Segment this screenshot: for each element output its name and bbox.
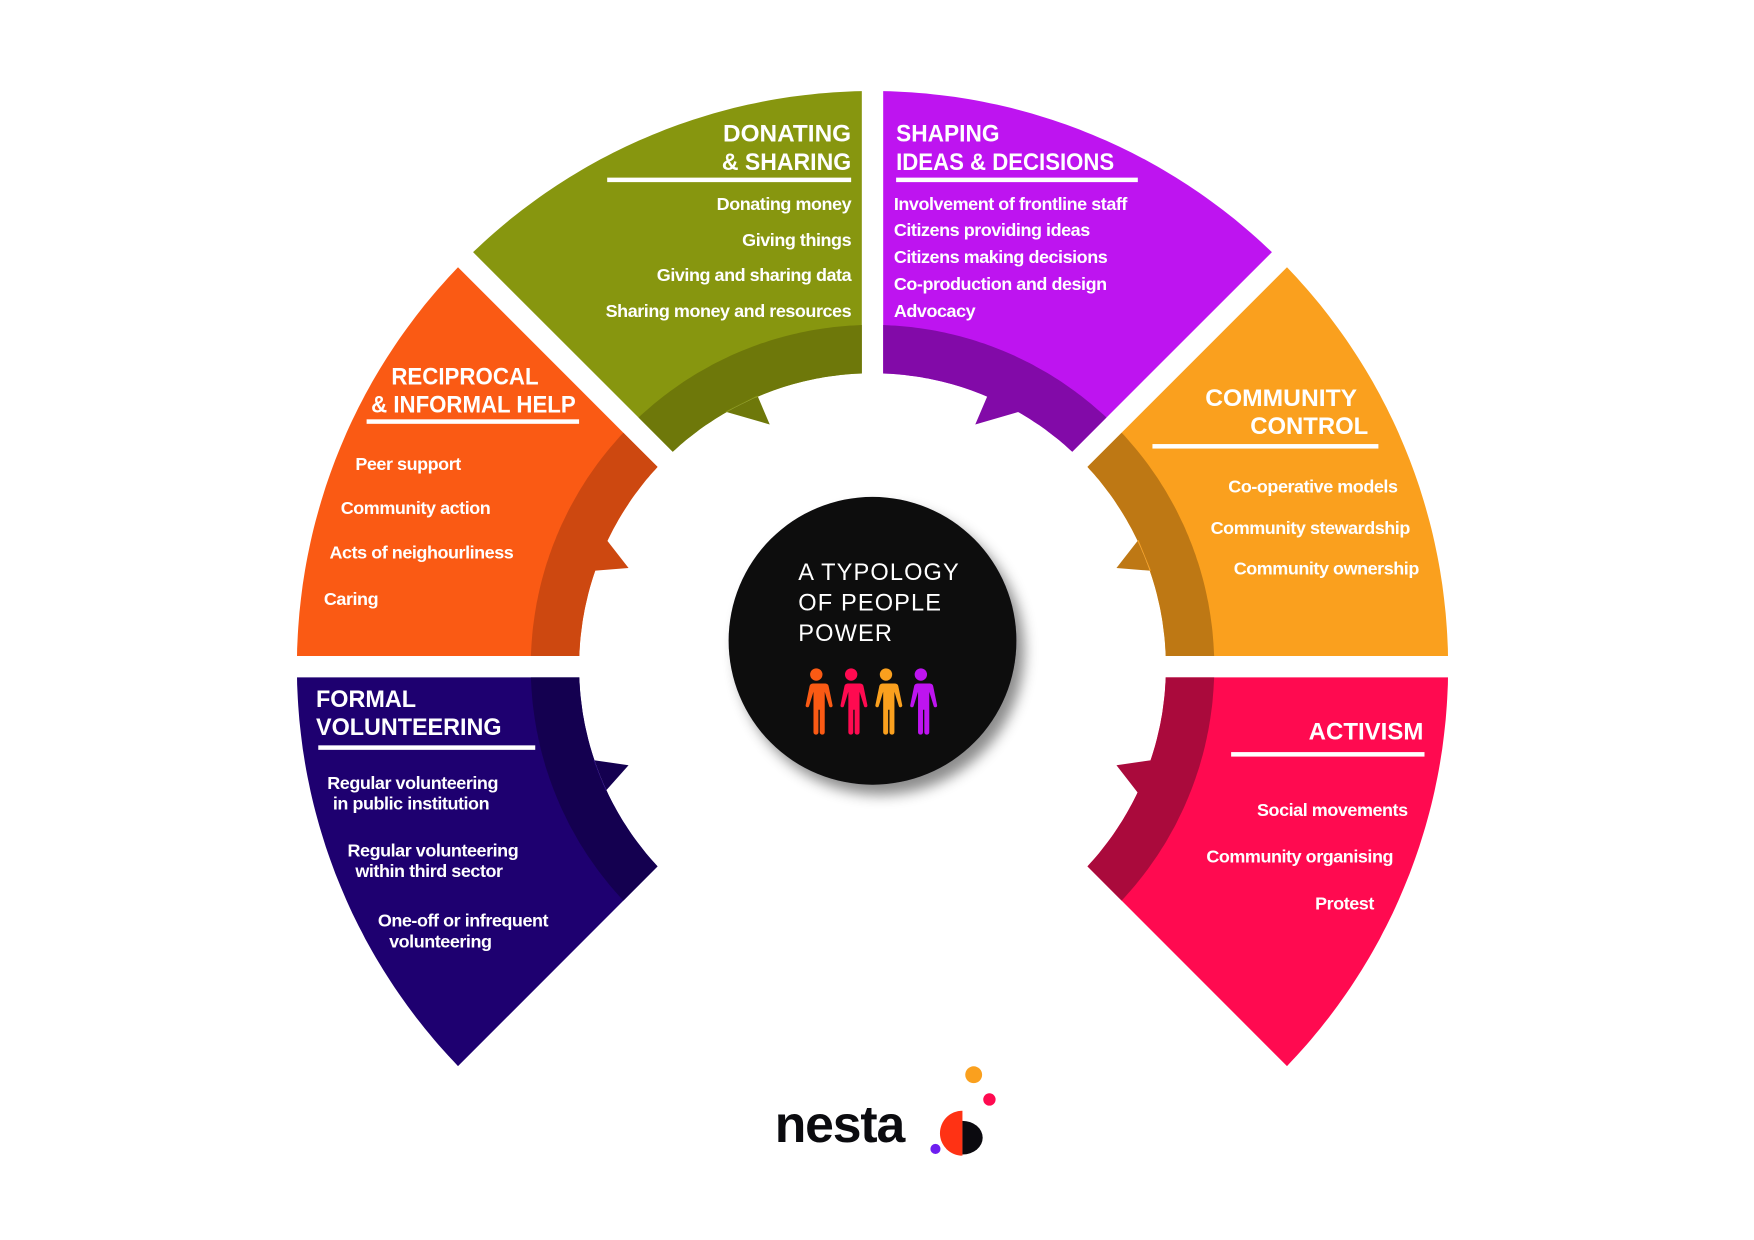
logo-mark-icon [930,1066,996,1156]
segment-title: & INFORMAL HELP [371,393,576,419]
center-circle [728,496,1017,785]
person-icon [840,668,868,735]
segment-item: Citizens providing ideas [894,220,1090,240]
segment-shaping-inner-band [883,325,1107,452]
logo-wordmark: nesta [775,1095,907,1153]
segment-item: in public institution [333,793,489,813]
nesta-logo: nesta [775,1066,996,1156]
segment-community-control-inner-band [1087,432,1215,656]
segment-item: Advocacy [894,301,976,321]
title-underline [366,419,580,424]
segment-item: Donating money [717,194,852,214]
title-underline [318,745,536,750]
segment-item: Social movements [1257,800,1408,820]
segment-item: volunteering [389,932,491,952]
segment-formal-volunteering-inner-band [530,677,658,901]
title-underline [1231,752,1425,757]
segment-title: SHAPING [896,122,999,148]
segment-item: within third sector [354,861,503,881]
segment-shaping: SHAPING IDEAS & DECISIONS Involvement of… [883,91,1272,452]
person-icon [875,668,903,735]
center-title: A TYPOLOGY [798,560,960,586]
segment-item: Community organising [1206,846,1393,866]
center-badge: A TYPOLOGY OF PEOPLE POWER [728,496,1017,785]
segment-title: RECIPROCAL [391,364,538,390]
center-title: POWER [798,621,893,647]
segment-title: FORMAL [316,687,416,713]
segment-item: Community stewardship [1211,518,1411,538]
segment-community-control: COMMUNITY CONTROL Co-operative models Co… [1087,267,1448,656]
segment-item: Regular volunteering [327,773,498,793]
person-icon [910,668,938,735]
segment-item: Acts of neighourliness [330,543,514,563]
segment-title: ACTIVISM [1309,720,1424,746]
segment-activism: ACTIVISM Social movements Community orga… [1087,677,1448,1067]
segment-title: IDEAS & DECISIONS [896,150,1114,176]
segment-item: Community ownership [1234,558,1420,578]
segment-title: DONATING [723,122,851,148]
segment-title: & SHARING [722,150,851,176]
title-underline [1152,444,1379,449]
segment-item: Giving things [742,230,851,250]
segment-item: Co-operative models [1228,476,1398,496]
segment-title: CONTROL [1250,414,1368,440]
segment-donating-inner-band [638,325,862,452]
segment-title: COMMUNITY [1205,386,1357,412]
segment-donating: DONATING & SHARING Donating money Giving… [473,91,862,452]
segment-item: Sharing money and resources [606,301,852,321]
center-title: OF PEOPLE [798,590,942,616]
title-underline [607,177,852,183]
segment-title: VOLUNTEERING [316,715,501,741]
segment-item: Community action [341,498,491,518]
segment-formal-volunteering: FORMAL VOLUNTEERING Regular volunteering… [297,677,658,1067]
person-icon [805,668,833,735]
segment-item: One-off or infrequent [378,910,549,930]
segment-item: Co-production and design [894,274,1107,294]
segment-item: Protest [1315,893,1374,913]
people-icons [805,668,938,735]
segment-item: Involvement of frontline staff [894,194,1129,214]
title-underline [896,177,1138,183]
segment-item: Peer support [355,454,461,474]
segment-item: Citizens making decisions [894,247,1108,267]
segment-reciprocal: RECIPROCAL & INFORMAL HELP Peer support … [297,267,658,656]
segment-item: Caring [324,589,378,609]
segment-activism-inner-band [1087,677,1215,901]
segment-item: Giving and sharing data [657,265,853,285]
segment-item: Regular volunteering [347,841,518,861]
segment-reciprocal-inner-band [530,432,658,656]
